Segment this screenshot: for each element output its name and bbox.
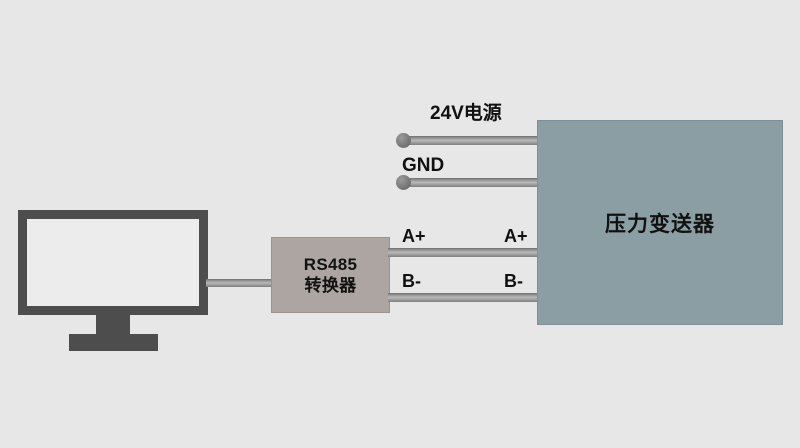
computer-monitor-screen — [18, 210, 208, 315]
cable-monitor-to-converter — [206, 279, 274, 287]
label-a-plus-transmitter-side: A+ — [504, 226, 528, 246]
rs485-converter-label-line1: RS485 — [303, 254, 358, 274]
cable-signal-b-minus — [388, 293, 545, 302]
label-gnd: GND — [402, 155, 445, 176]
terminal-dot-24v — [396, 133, 411, 148]
cable-gnd — [405, 178, 545, 187]
label-b-minus-converter-side: B- — [402, 271, 421, 291]
pressure-transmitter-label: 压力变送器 — [605, 212, 715, 236]
label-b-minus-transmitter-side: B- — [504, 271, 523, 291]
label-a-plus-converter-side: A+ — [402, 226, 426, 246]
pressure-transmitter-box: 压力变送器 — [537, 120, 783, 325]
cable-signal-a-plus — [388, 248, 545, 257]
rs485-converter-box: RS485 转换器 — [271, 237, 390, 313]
monitor-stand-base — [69, 334, 158, 351]
label-24v-power: 24V电源 — [430, 103, 502, 124]
cable-24v-power — [405, 136, 545, 145]
rs485-converter-label-line2: 转换器 — [304, 275, 357, 295]
terminal-dot-gnd — [396, 175, 411, 190]
monitor-stand-neck — [96, 315, 130, 337]
